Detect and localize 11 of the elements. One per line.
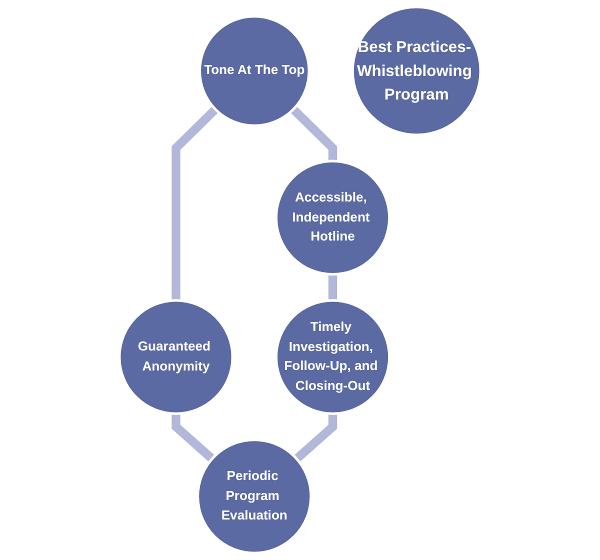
node-circle: Tone At The Top: [198, 15, 310, 127]
node-circle: Guaranteed Anonymity: [118, 299, 234, 415]
connector: [328, 274, 338, 300]
connector: [172, 414, 215, 462]
connector: [290, 106, 338, 162]
node-circle: Timely Investigation, Follow-Up, and Closing-Out: [274, 299, 391, 415]
node-circle: Periodic Program Evaluation: [196, 438, 312, 554]
node-circle: Accessible, Independent Hotline: [274, 160, 391, 276]
connector: [172, 106, 218, 300]
connector: [294, 414, 338, 462]
node-circle: Best Practices- Whistleblowing Program: [351, 6, 482, 136]
